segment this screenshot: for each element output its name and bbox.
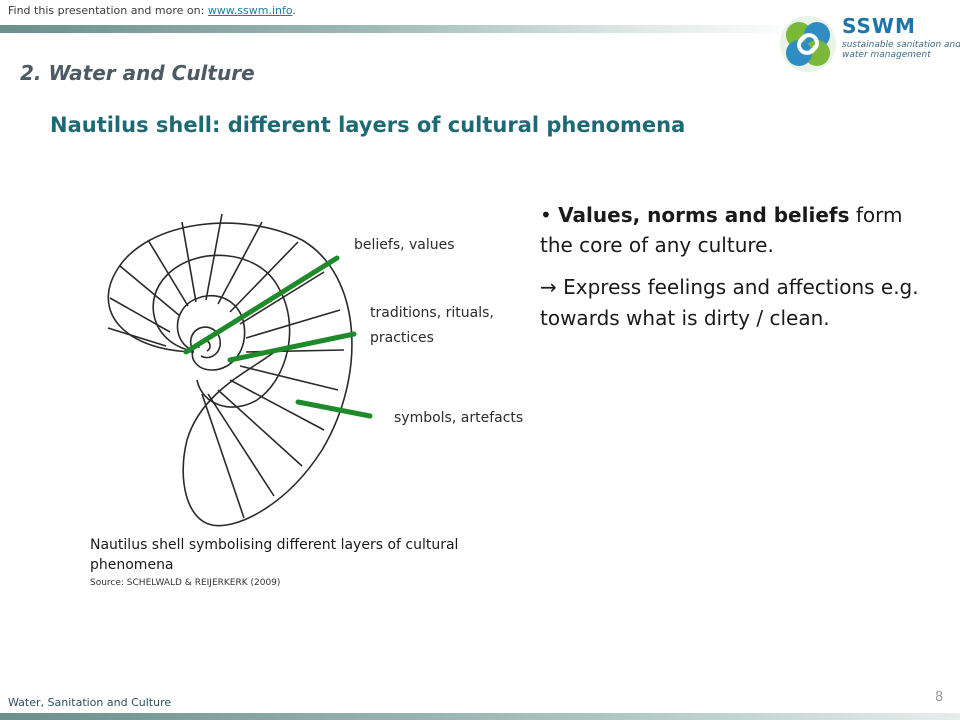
footer-band — [0, 713, 960, 720]
label-traditions: traditions, rituals, — [370, 305, 494, 321]
bullet-list: • Values, norms and beliefs form the cor… — [540, 200, 940, 334]
bullet-core-values-bold: Values, norms and beliefs — [558, 203, 850, 227]
slide-title: Nautilus shell: different layers of cult… — [50, 113, 686, 137]
nautilus-shell-icon — [107, 213, 373, 527]
logo-tagline: sustainable sanitation and water managem… — [842, 40, 960, 60]
figure-caption: Nautilus shell symbolising different lay… — [90, 537, 459, 573]
bullet-express-feelings: → Express feelings and affections e.g. t… — [540, 272, 940, 334]
header-band — [0, 25, 800, 33]
logo-wordmark: SSWM — [842, 14, 916, 38]
page-number: 8 — [935, 690, 944, 705]
pointer-middle — [227, 331, 357, 363]
label-beliefs-values: beliefs, values — [354, 237, 455, 253]
section-title: 2. Water and Culture — [20, 61, 255, 85]
footer-title: Water, Sanitation and Culture — [8, 696, 172, 709]
label-practices: practices — [370, 330, 434, 346]
bullet-dot-icon: • — [540, 203, 559, 227]
source-note-suffix: . — [292, 4, 296, 17]
figure-source: Source: SCHELWALD & REIJERKERK (2009) — [90, 578, 281, 588]
sswm-link[interactable]: www.sswm.info — [207, 4, 293, 17]
bullet-express-feelings-text: Express feelings and affections e.g. tow… — [540, 275, 919, 330]
pointer-core — [183, 255, 340, 355]
sswm-logo-icon — [780, 16, 836, 72]
pointer-outer — [295, 399, 373, 419]
nautilus-figure: beliefs, values traditions, rituals, pra… — [62, 200, 562, 540]
bullet-core-values-text: form the core of any culture. — [540, 203, 903, 257]
source-note-prefix: Find this presentation and more on: — [8, 4, 208, 17]
label-symbols-artefacts: symbols, artefacts — [394, 410, 524, 426]
arrow-right-icon: → — [540, 275, 557, 299]
source-note: Find this presentation and more on: www.… — [8, 4, 296, 17]
bullet-core-values: • Values, norms and beliefs form the cor… — [540, 200, 940, 260]
